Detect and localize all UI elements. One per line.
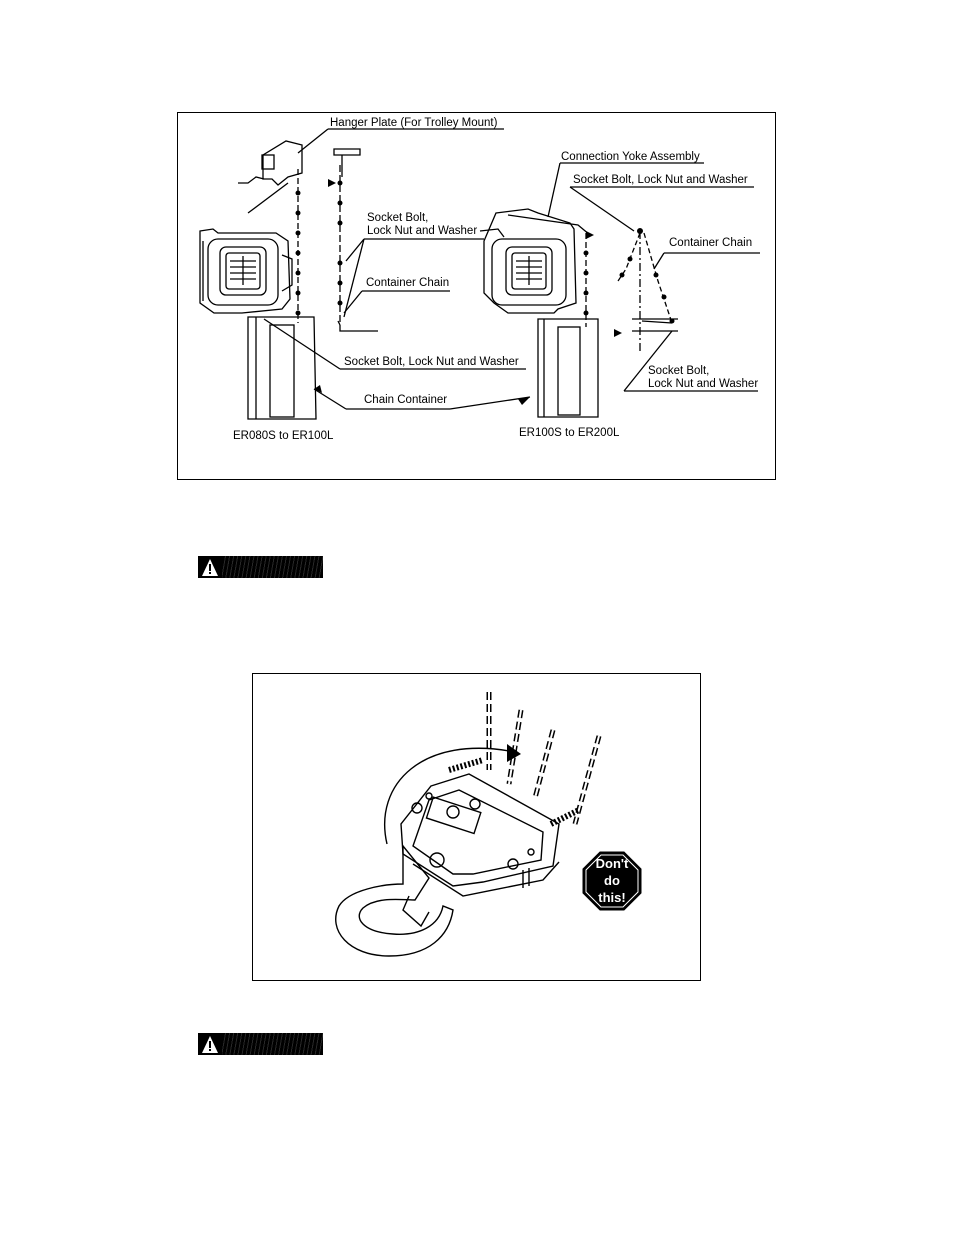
warning-triangle-icon [198, 1033, 222, 1055]
label-socket-bolt-right-2: Lock Nut and Washer [648, 378, 758, 390]
label-socket-bolt-left-1: Socket Bolt, [367, 212, 428, 224]
label-socket-bolt-bottom: Socket Bolt, Lock Nut and Washer [344, 356, 519, 368]
label-connection-yoke: Connection Yoke Assembly [561, 151, 700, 163]
stop-sign-line-3: this! [598, 890, 625, 905]
label-model-left: ER080S to ER100L [233, 430, 334, 442]
label-socket-bolt-right-top: Socket Bolt, Lock Nut and Washer [573, 174, 748, 186]
stop-sign: Don't do this! [583, 852, 641, 910]
figure-1-drawing: Hanger Plate (For Trolley Mount) Connect… [178, 113, 777, 481]
label-container-chain-right: Container Chain [669, 237, 752, 249]
label-model-right: ER100S to ER200L [519, 427, 620, 439]
chain-strands [489, 692, 599, 824]
warning-triangle-icon [198, 556, 222, 578]
chain-container-right [538, 319, 598, 417]
figure-chain-container-mounting: Hanger Plate (For Trolley Mount) Connect… [177, 112, 776, 480]
figure-2-drawing: Don't do this! [253, 674, 702, 982]
label-hanger-plate: Hanger Plate (For Trolley Mount) [330, 117, 498, 129]
connection-yoke [508, 215, 590, 235]
label-chain-container: Chain Container [364, 394, 447, 406]
stop-sign-line-2: do [604, 873, 620, 888]
chain-container-left [248, 317, 316, 419]
label-socket-bolt-right-1: Socket Bolt, [648, 365, 709, 377]
warning-banner [198, 556, 323, 578]
label-socket-bolt-left-2: Lock Nut and Washer [367, 225, 477, 237]
figure-chain-twist-warning: Don't do this! [252, 673, 701, 981]
warning-label-background [222, 556, 323, 578]
hanger-plate [263, 141, 302, 185]
warning-label-background [222, 1033, 323, 1055]
stop-sign-line-1: Don't [596, 856, 629, 871]
warning-banner [198, 1033, 323, 1055]
label-container-chain-left: Container Chain [366, 277, 449, 289]
